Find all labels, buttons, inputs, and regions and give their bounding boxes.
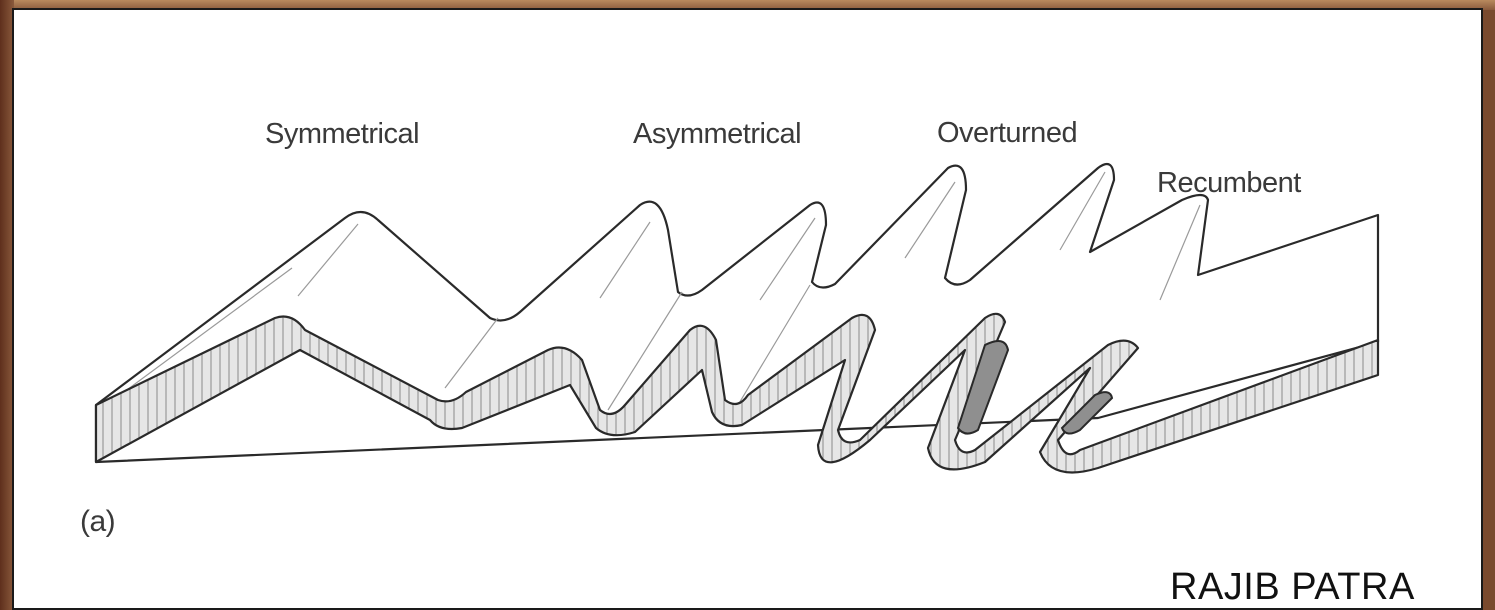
panel-tag: (a) bbox=[80, 505, 115, 538]
label-recumbent: Recumbent bbox=[1157, 167, 1301, 199]
label-symmetrical: Symmetrical bbox=[265, 118, 419, 150]
label-asymmetrical: Asymmetrical bbox=[633, 118, 801, 150]
credit-text: RAJIB PATRA bbox=[1170, 566, 1415, 609]
label-overturned: Overturned bbox=[937, 117, 1077, 149]
